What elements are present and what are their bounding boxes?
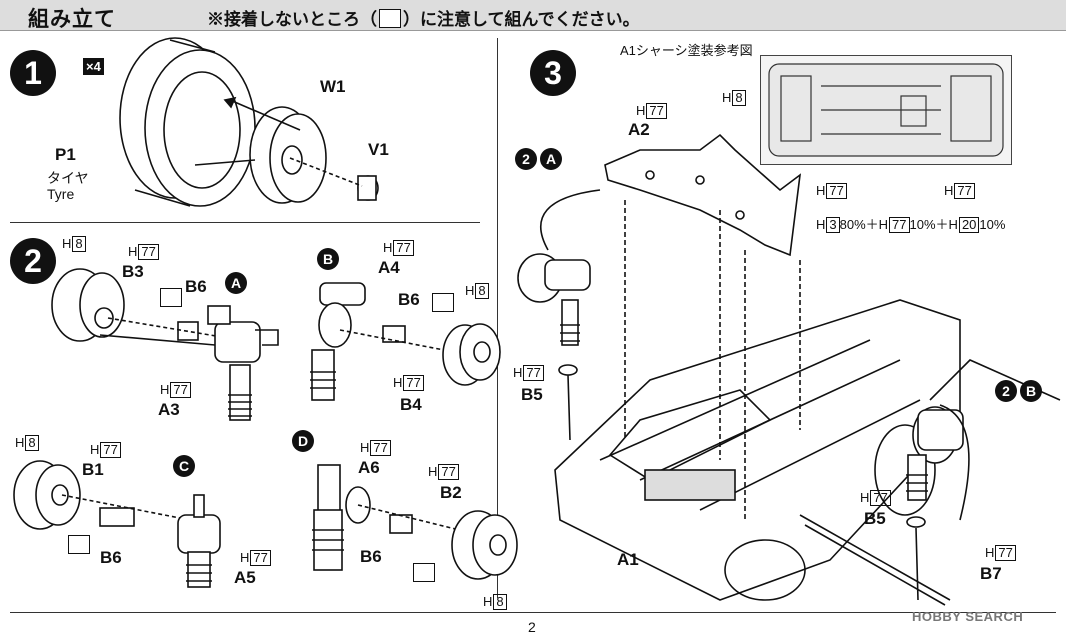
part-label-b6-b: B6 [398,290,420,309]
part-label-b6-a: B6 [185,277,207,296]
part-label-v1: V1 [368,140,389,159]
inset-title: A1シャーシ塗装参考図 [620,43,753,58]
part-label-p1: P1 [55,145,76,164]
part-label-b6-d: B6 [360,547,382,566]
kingpin-right-drawing [906,406,964,501]
watermark: HOBBY SEARCH [912,609,1024,624]
part-label-b4: B4 [400,395,422,414]
kingpin-a6-drawing [312,464,371,571]
callout-step2-num: 2 [515,148,537,170]
footer-divider [10,612,1056,613]
kingpin-a4-drawing [310,282,366,401]
part-label-b7: B7 [980,564,1002,583]
part-label-a3: A3 [158,400,180,419]
hub-b4-drawing [442,323,501,386]
quantity-badge: ×4 [83,58,104,75]
chassis-paint-reference-inset [760,55,1012,165]
part-label-b6-c: B6 [100,548,122,567]
section-header: 組み立て ※接着しないところ（ ）に注意して組んでください。 [0,0,1066,31]
part-label-a6: A6 [358,458,380,477]
upper-arm-a2-drawing [604,133,802,257]
chassis-underside-drawing [768,63,1004,157]
no-glue-icon [68,535,90,554]
step-number-3: 3 [530,50,576,96]
page-number: 2 [528,619,536,635]
part-label-b5-right: B5 [864,509,886,528]
step-divider-horizontal [10,222,480,223]
part-label-b3: B3 [122,262,144,281]
hub-b3-drawing [51,268,125,342]
part-label-a1: A1 [617,550,639,569]
callout-step2-letter-a: A [540,148,562,170]
glue-note-after: ）に注意して組んでください。 [403,10,640,29]
hub-b2-drawing [451,510,518,580]
bushing-drawing [357,175,379,201]
chassis-a1-drawing [554,299,1061,606]
hub-b1-drawing [13,460,81,530]
tyre-drawing [119,37,256,207]
part-label-w1: W1 [320,77,346,96]
group-marker-b: B [317,248,339,270]
glue-warning-note: ※接着しないところ（ ）に注意して組んでください。 [207,5,640,30]
part-label-a2: A2 [628,120,650,139]
part-label-b1: B1 [82,460,104,479]
glue-note-before: ※接着しないところ（ [207,10,377,29]
kingpin-a5-drawing [177,494,221,588]
step-number-1: 1 [10,50,56,96]
section-title: 組み立て [28,8,116,31]
step-number-2: 2 [10,238,56,284]
step-divider-vertical [497,38,498,598]
kingpin-left-drawing [517,253,591,346]
washer-b5-right [906,516,926,528]
part-label-a4: A4 [378,258,400,277]
part-label-b5-left: B5 [521,385,543,404]
washer-b5-left [558,364,578,376]
group-marker-c: C [173,455,195,477]
callout-step2-letter-b: B [1020,380,1042,402]
kingpin-a3-drawing [207,305,279,421]
callout-step2-num: 2 [995,380,1017,402]
tyre-name-ja: タイヤ [47,170,89,186]
part-label-a5: A5 [234,568,256,587]
part-label-b2: B2 [440,483,462,502]
no-glue-icon [379,9,401,28]
no-glue-icon [432,293,454,312]
wheel-drawing [249,106,327,204]
no-glue-icon [160,288,182,307]
no-glue-icon [413,563,435,582]
group-marker-d: D [292,430,314,452]
tyre-name-en: Tyre [47,186,75,202]
group-marker-a: A [225,272,247,294]
